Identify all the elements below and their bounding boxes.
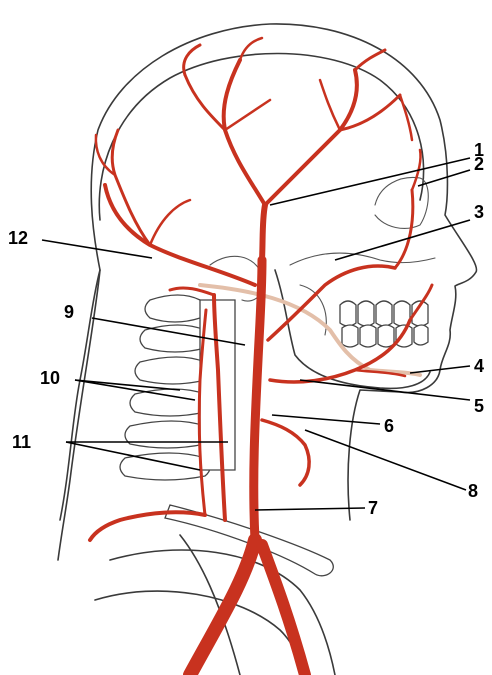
cheekbone-outline: [290, 253, 435, 265]
label-2: 2: [474, 154, 484, 174]
leader-2: [418, 170, 470, 186]
label-4: 4: [474, 356, 484, 376]
label-7: 7: [368, 498, 378, 518]
leader-6: [272, 415, 380, 424]
skull-outline: [99, 53, 423, 220]
leader-8: [305, 430, 466, 490]
label-10: 10: [40, 368, 60, 388]
label-6: 6: [384, 416, 394, 436]
label-11: 11: [12, 432, 31, 452]
label-8: 8: [468, 481, 478, 501]
leader-5: [300, 380, 470, 400]
head-outline: [60, 24, 477, 520]
label-5: 5: [474, 396, 484, 416]
arterial-tree: [90, 38, 432, 675]
label-3: 3: [474, 202, 484, 222]
leader-1: [270, 158, 470, 205]
label-12: 12: [8, 228, 28, 248]
teeth: [340, 301, 428, 347]
label-9: 9: [64, 302, 74, 322]
